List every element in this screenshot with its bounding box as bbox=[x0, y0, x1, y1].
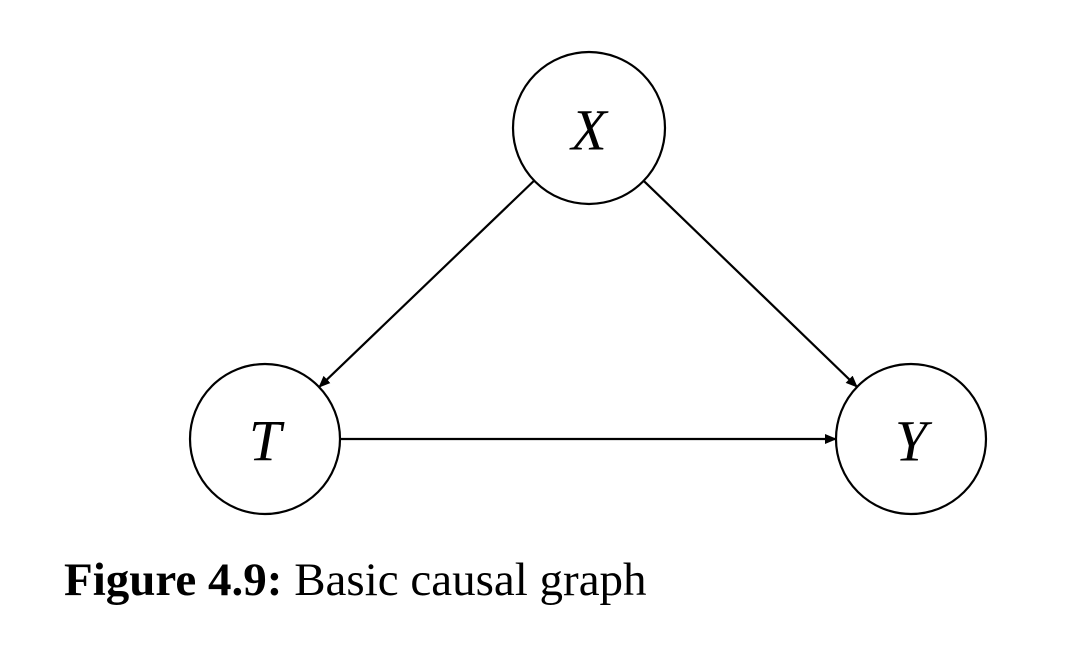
node-t-label: T bbox=[249, 409, 285, 474]
node-y-label: Y bbox=[895, 409, 933, 474]
node-t: T bbox=[188, 362, 342, 516]
node-y-circle bbox=[834, 362, 988, 516]
node-x: X bbox=[511, 50, 667, 206]
figure-caption: Figure 4.9: Basic causal graph bbox=[64, 550, 647, 610]
caption-text: Basic causal graph bbox=[294, 554, 647, 606]
edge-x-to-t bbox=[318, 179, 535, 388]
caption-number: Figure 4.9: bbox=[64, 554, 283, 606]
node-y: Y bbox=[834, 362, 988, 516]
node-x-circle bbox=[511, 50, 667, 206]
node-x-label: X bbox=[569, 98, 609, 163]
edges bbox=[318, 179, 858, 444]
node-t-circle bbox=[188, 362, 342, 516]
edge-x-to-y bbox=[642, 180, 858, 388]
nodes: X T Y bbox=[188, 50, 988, 516]
